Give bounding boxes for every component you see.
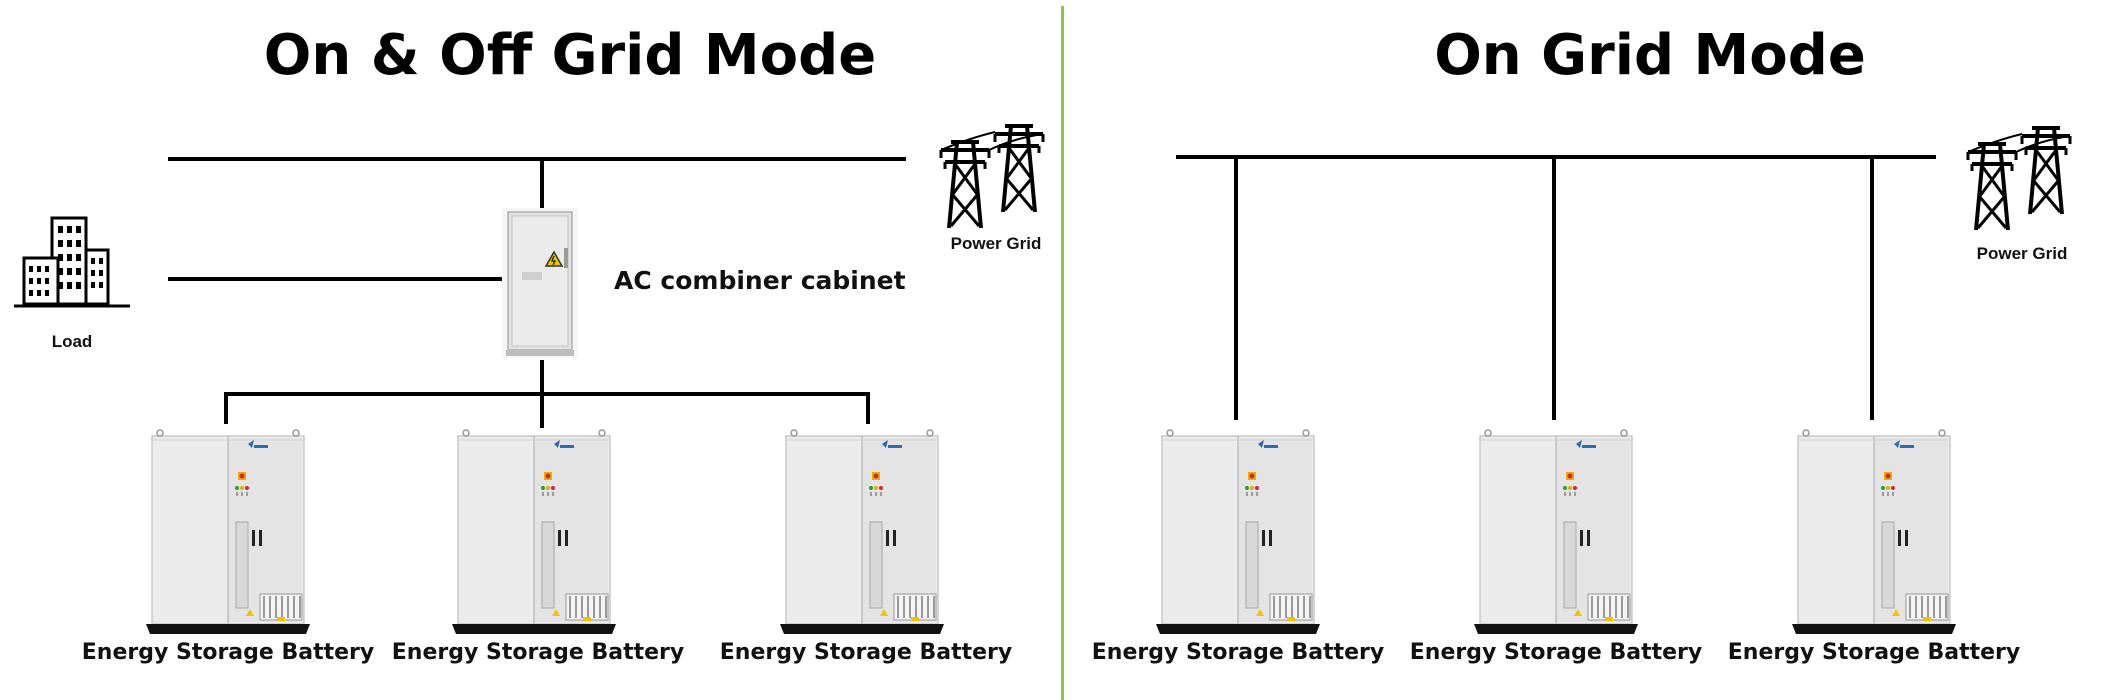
battery-cabinet-icon xyxy=(451,429,617,635)
title-on-grid-mode: On Grid Mode xyxy=(1434,23,1866,88)
battery-cabinet-icon xyxy=(145,429,311,635)
title-on-off-grid-mode: On & Off Grid Mode xyxy=(263,23,877,88)
panel-divider xyxy=(1061,6,1064,700)
building-icon xyxy=(12,216,132,308)
battery-label: Energy Storage Battery xyxy=(391,640,685,665)
battery-label: Energy Storage Battery xyxy=(719,640,1013,665)
left-wiring xyxy=(168,157,906,428)
right-wiring xyxy=(1176,155,1936,420)
battery-cabinet-icon xyxy=(1791,429,1957,635)
battery-label: Energy Storage Battery xyxy=(1409,640,1703,665)
power-grid-label-left: Power Grid xyxy=(950,234,1042,253)
warning-sign-icon xyxy=(544,250,564,267)
combiner-cabinet-icon xyxy=(502,208,578,358)
power-grid-tower-icon xyxy=(941,126,1043,228)
ac-combiner-cabinet-label: AC combiner cabinet xyxy=(614,266,906,295)
battery-label: Energy Storage Battery xyxy=(1727,640,2021,665)
load-label: Load xyxy=(51,332,93,351)
power-grid-label-right: Power Grid xyxy=(1976,244,2068,263)
battery-label: Energy Storage Battery xyxy=(1091,640,1385,665)
power-grid-tower-icon xyxy=(1968,128,2070,230)
battery-label: Energy Storage Battery xyxy=(81,640,375,665)
battery-cabinet-icon xyxy=(1473,429,1639,635)
battery-cabinet-icon xyxy=(1155,429,1321,635)
battery-cabinet-icon xyxy=(779,429,945,635)
